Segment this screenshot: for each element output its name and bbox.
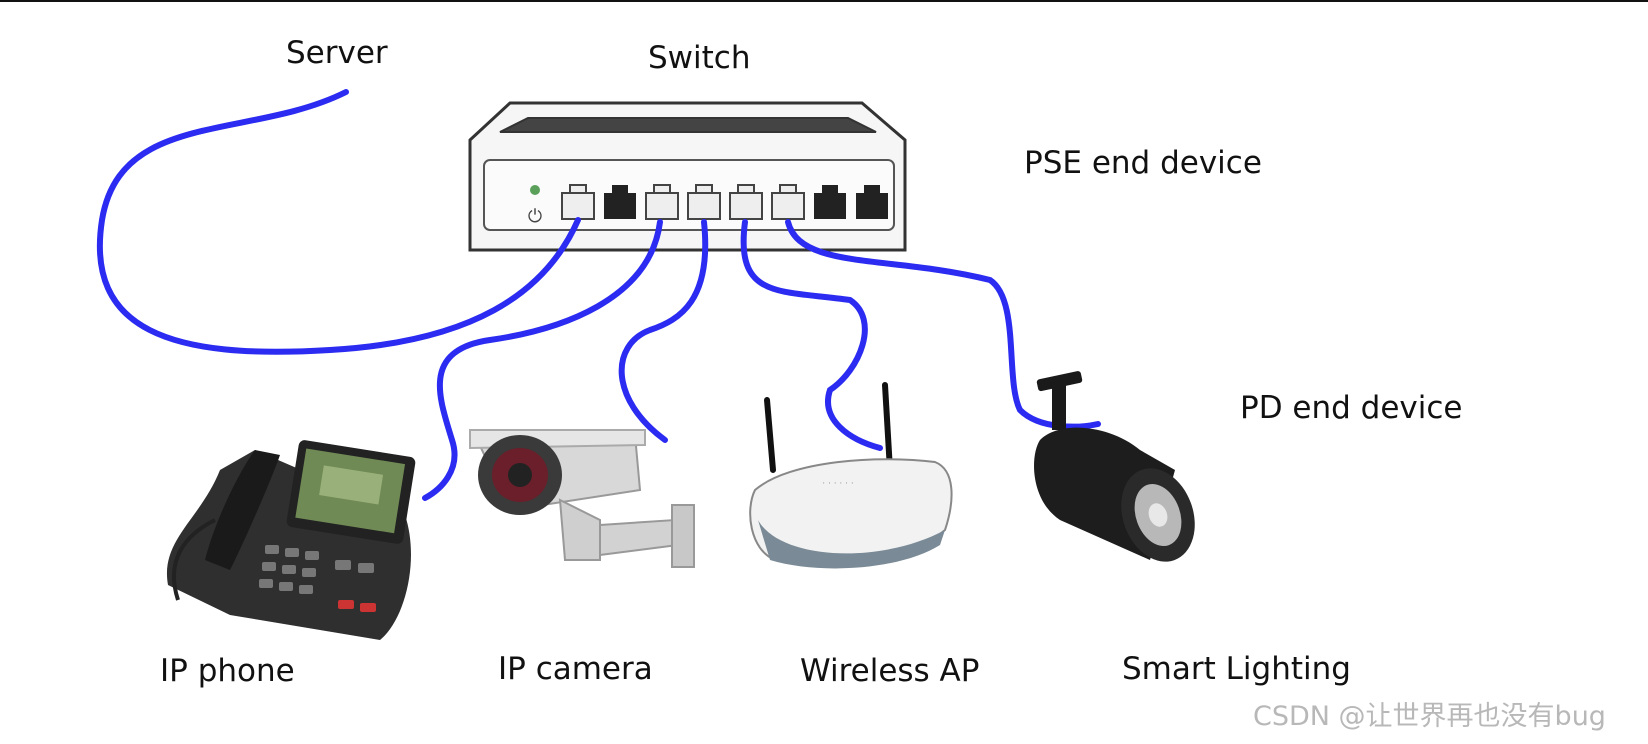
- label-ip-phone: IP phone: [160, 653, 295, 689]
- smart-lighting-icon: [1034, 371, 1195, 562]
- switch-ports: [561, 184, 888, 220]
- cable-ip-camera: [618, 219, 709, 443]
- label-smart-lighting: Smart Lighting: [1122, 651, 1351, 687]
- top-border: [0, 0, 1648, 2]
- switch-icon: ⏻: [468, 101, 907, 252]
- label-wireless-ap: Wireless AP: [800, 653, 980, 689]
- cable-smart-lighting: [785, 219, 1101, 430]
- ip-camera-icon: [469, 429, 695, 568]
- cable-ip-phone: [422, 219, 663, 501]
- cables: [96, 89, 1101, 501]
- label-server: Server: [286, 35, 388, 71]
- label-pse-end-device: PSE end device: [1024, 145, 1262, 181]
- wireless-ap-icon: · · · · · ·: [749, 382, 953, 569]
- label-ip-camera: IP camera: [498, 651, 653, 687]
- cable-server: [96, 89, 581, 355]
- cable-wireless-ap: [740, 219, 883, 451]
- watermark: CSDN @让世界再也没有bug: [1253, 701, 1606, 732]
- label-pd-end-device: PD end device: [1240, 390, 1463, 426]
- svg-text:⏻: ⏻: [528, 206, 542, 227]
- ip-phone-icon: [166, 440, 416, 640]
- svg-text:· · · · · ·: · · · · · ·: [822, 479, 853, 489]
- label-switch: Switch: [648, 40, 751, 76]
